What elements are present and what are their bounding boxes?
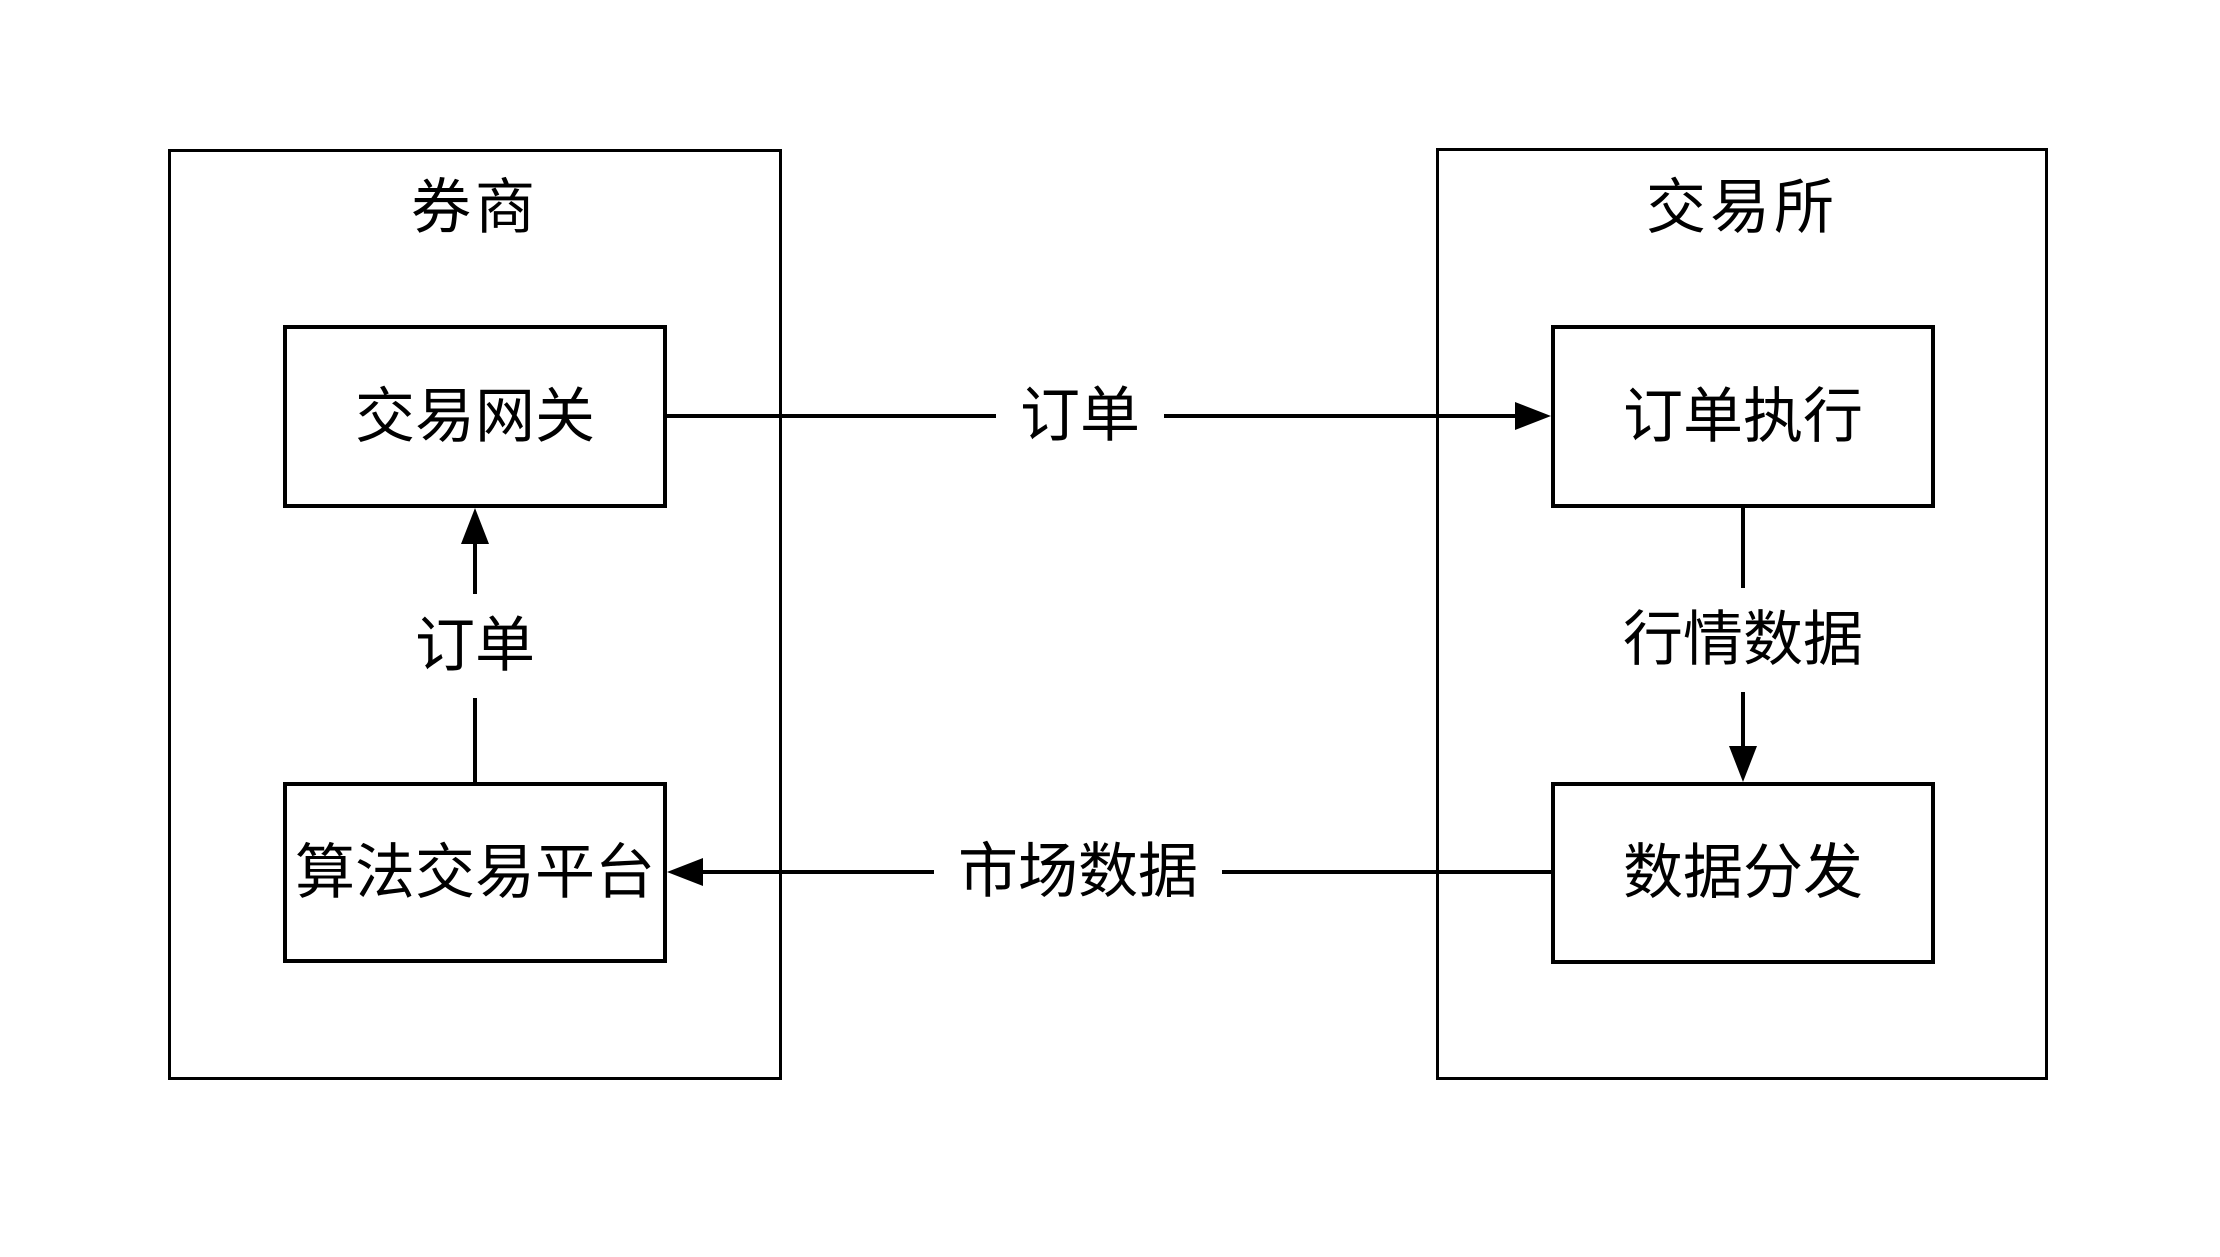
- node-algo-trading-platform: 算法交易平台: [283, 782, 667, 963]
- node-data-distribution: 数据分发: [1551, 782, 1935, 964]
- node-algo-trading-platform-label: 算法交易平台: [295, 838, 655, 906]
- exchange-zone-title: 交易所: [1646, 174, 1838, 241]
- arrowhead-right-icon: [1515, 402, 1551, 430]
- edge-label-market-data: 市场数据: [934, 836, 1222, 908]
- node-order-execution-label: 订单执行: [1623, 382, 1863, 450]
- arrowhead-down-icon: [1729, 746, 1757, 782]
- edge-label-quote-data: 行情数据: [1613, 588, 1873, 692]
- node-data-distribution-label: 数据分发: [1623, 839, 1863, 906]
- edge-label-order-vertical: 订单: [405, 594, 545, 698]
- exchange-zone-box: [1436, 148, 2048, 1080]
- edge-label-order-horizontal: 订单: [996, 380, 1164, 452]
- node-trading-gateway: 交易网关: [283, 325, 667, 508]
- broker-zone-title: 券商: [411, 174, 539, 241]
- broker-zone-box: [168, 149, 782, 1080]
- node-trading-gateway-label: 交易网关: [355, 382, 595, 450]
- node-order-execution: 订单执行: [1551, 325, 1935, 508]
- arrowhead-up-icon: [461, 508, 489, 544]
- arrowhead-left-icon: [667, 858, 703, 886]
